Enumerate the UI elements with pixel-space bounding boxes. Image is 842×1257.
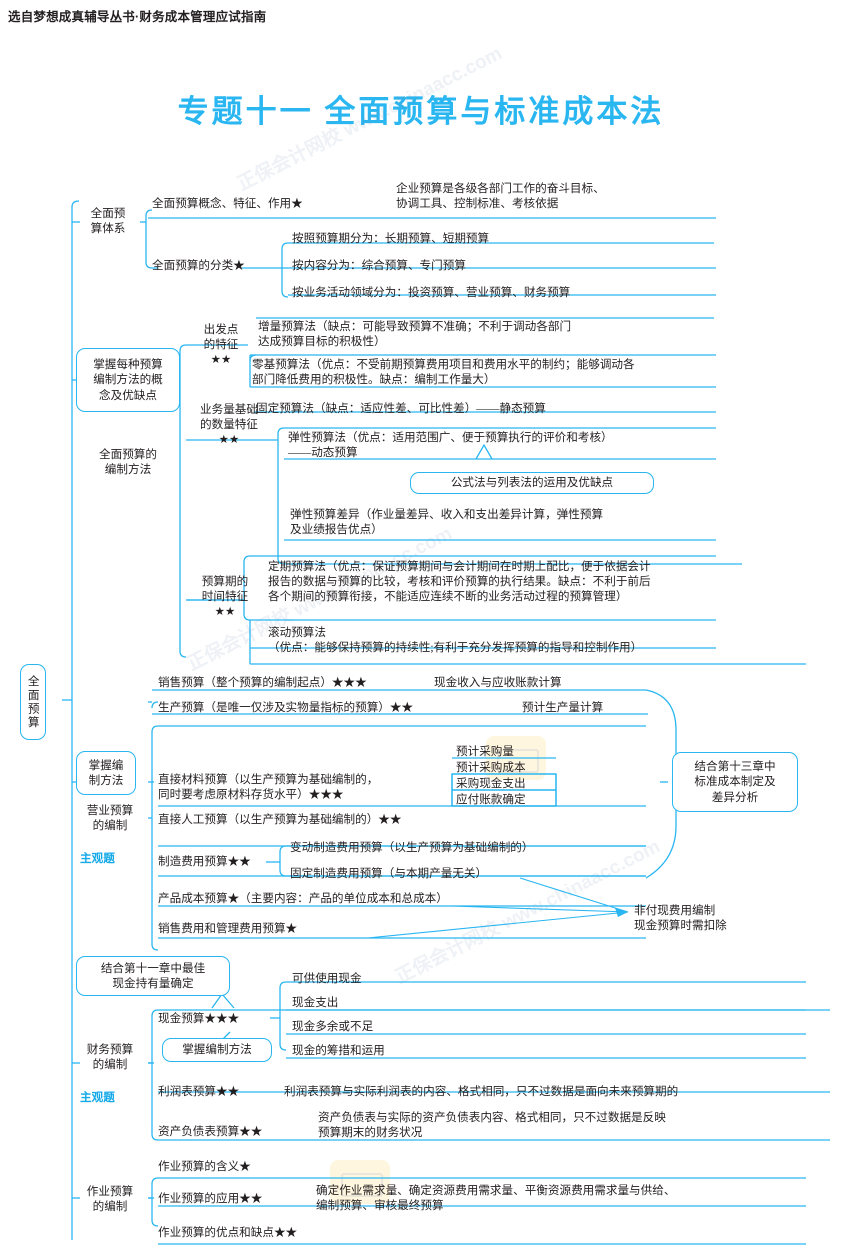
classification-child-1: 按内容分为：综合预算、专门预算 — [292, 259, 466, 272]
operating-item-0-note: 现金收入与应收账款计算 — [434, 676, 562, 689]
volume-item-2: 弹性预算差异（作业量差异、收入和支出差异计算，弹性预算 及业绩报告优点） — [290, 508, 604, 537]
branch-label-system: 全面预 算体系 — [90, 207, 126, 236]
volume-item-1: 弹性预算法（优点：适用范围广、便于预算执行的评价和考核） ——动态预算 — [288, 431, 613, 460]
group-stars-volume: ★★ — [218, 433, 240, 446]
operating-item-2: 直接材料预算（以生产预算为基础编制的， 同时要考虑原材料存货水平）★★★ — [158, 773, 379, 802]
cash-child-2: 现金多余或不足 — [292, 1020, 374, 1033]
material-box-2: 采购现金支出 — [456, 777, 526, 790]
source-line: 选自梦想成真辅导丛书·财务成本管理应试指南 — [8, 10, 267, 24]
note-noncash-expense: 非付现费用编制 现金预算时需扣除 — [634, 904, 727, 933]
material-box-1: 预计采购成本 — [456, 761, 526, 774]
operating-item-1-note: 预计生产量计算 — [522, 701, 604, 714]
financial-item-1: 利润表预算★★ — [158, 1085, 240, 1098]
operating-item-1: 生产预算（是唯一仅涉及实物量指标的预算）★★ — [158, 701, 414, 714]
callout-cash-method: 掌握编制方法 — [162, 1038, 272, 1062]
branch-label-operating: 营业预算 的编制 — [86, 804, 134, 833]
operating-item-0: 销售预算（整个预算的编制起点）★★★ — [158, 676, 367, 689]
note-standard-cost: 结合第十三章中 标准成本制定及 差异分析 — [672, 752, 798, 812]
callout-operating: 掌握编 制方法 — [76, 751, 136, 795]
root-node: 全面预算 — [20, 664, 46, 740]
item-classification: 全面预算的分类★ — [152, 259, 245, 272]
callout-formula-method: 公式法与列表法的运用及优缺点 — [410, 472, 654, 494]
group-stars-startpoint: ★★ — [210, 353, 232, 366]
activity-item-0: 作业预算的含义★ — [158, 1160, 251, 1173]
operating-item-3: 直接人工预算（以生产预算为基础编制的）★★ — [158, 813, 402, 826]
activity-item-1-note: 确定作业需求量、确定资源费用需求量、平衡资源费用需求量与供给、 编制预算、审核最… — [316, 1184, 676, 1213]
branch-label-methods: 全面预算的 编制方法 — [99, 448, 157, 477]
activity-item-1: 作业预算的应用★★ — [158, 1192, 263, 1205]
branch-label-activity: 作业预算 的编制 — [86, 1185, 134, 1214]
classification-child-2: 按业务活动领域分为：投资预算、营业预算、财务预算 — [292, 286, 571, 299]
group-label-volume: 业务量基础 的数量特征 — [200, 403, 258, 432]
financial-item-1-note: 利润表预算与实际利润表的内容、格式相同，只不过数据是面向未来预算期的 — [284, 1085, 679, 1098]
cash-child-3: 现金的筹措和运用 — [292, 1044, 385, 1057]
period-item-0: 定期预算法（优点：保证预算期间与会计期间在时期上配比，便于依据会计 报告的数据与… — [268, 560, 651, 604]
group-label-period: 预算期的 时间特征 — [201, 575, 249, 604]
period-item-1: 滚动预算法 （优点：能够保持预算的持续性;有利于充分发挥预算的指导和控制作用） — [268, 626, 643, 655]
operating-item-4: 制造费用预算★★ — [158, 855, 251, 868]
material-box-3: 应付账款确定 — [456, 793, 526, 806]
subject-tag-financial: 主观题 — [80, 1091, 115, 1104]
group-label-startpoint: 出发点 的特征 — [203, 323, 239, 352]
financial-item-2-note: 资产负债表与实际的资产负债表内容、格式相同，只不过数据是反映 预算期末的财务状况 — [318, 1111, 666, 1140]
callout-methods: 掌握每种预算 编制方法的概 念及优缺点 — [76, 348, 180, 412]
subject-tag-operating: 主观题 — [80, 852, 115, 865]
financial-item-2: 资产负债表预算★★ — [158, 1125, 263, 1138]
operating-item-6: 销售费用和管理费用预算★ — [158, 922, 298, 935]
item-concept-detail: 企业预算是各级各部门工作的奋斗目标、 协调工具、控制标准、考核依据 — [396, 182, 605, 211]
startpoint-item-0: 增量预算法（缺点：可能导致预算不准确；不利于调动各部门 达成预算目标的积极性） — [258, 320, 572, 349]
classification-child-0: 按照预算期分为：长期预算、短期预算 — [292, 232, 490, 245]
volume-item-0: 固定预算法（缺点：适应性差、可比性差）——静态预算 — [256, 402, 546, 415]
activity-item-2: 作业预算的优点和缺点★★ — [158, 1226, 298, 1239]
cash-child-0: 可供使用现金 — [292, 972, 362, 985]
callout-best-cash: 结合第十一章中最佳 现金持有量确定 — [76, 956, 230, 996]
operating-item-5: 产品成本预算★（主要内容：产品的单位成本和总成本） — [158, 892, 448, 905]
financial-item-0: 现金预算★★★ — [158, 1012, 240, 1025]
branch-label-financial: 财务预算 的编制 — [86, 1043, 134, 1072]
cash-child-1: 现金支出 — [292, 996, 339, 1009]
startpoint-item-1: 零基预算法（优点：不受前期预算费用项目和费用水平的制约；能够调动各 部门降低费用… — [252, 358, 635, 387]
manufacturing-child-0: 变动制造费用预算（以生产预算为基础编制的） — [290, 841, 534, 854]
item-concept: 全面预算概念、特征、作用★ — [152, 197, 303, 210]
manufacturing-child-1: 固定制造费用预算（与本期产量无关） — [290, 867, 488, 880]
material-box-0: 预计采购量 — [456, 745, 514, 758]
group-stars-period: ★★ — [214, 605, 236, 618]
page-title: 专题十一 全面预算与标准成本法 — [177, 94, 665, 129]
